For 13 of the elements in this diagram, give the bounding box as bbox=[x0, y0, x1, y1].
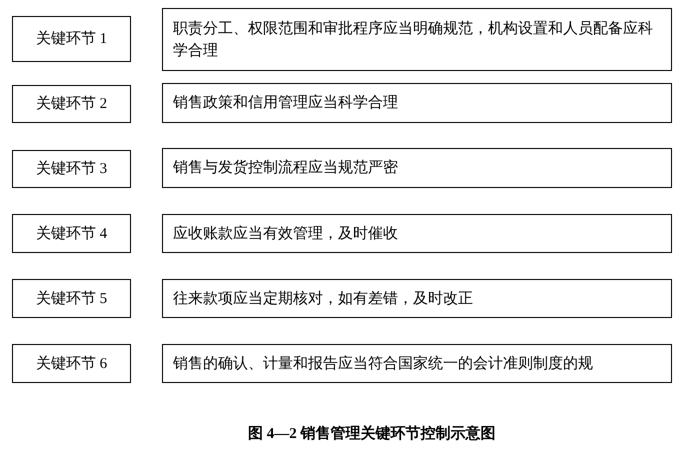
description-box: 销售的确认、计量和报告应当符合国家统一的会计准则制度的规 bbox=[162, 344, 672, 383]
step-label-box: 关键环节 2 bbox=[12, 85, 131, 123]
description-box: 应收账款应当有效管理，及时催收 bbox=[162, 214, 672, 253]
description-box: 销售与发货控制流程应当规范严密 bbox=[162, 148, 672, 188]
step-label-box: 关键环节 4 bbox=[12, 214, 131, 253]
description-box: 销售政策和信用管理应当科学合理 bbox=[162, 83, 672, 123]
figure-caption: 图 4—2 销售管理关键环节控制示意图 bbox=[248, 424, 496, 443]
description-box: 往来款项应当定期核对，如有差错，及时改正 bbox=[162, 279, 672, 318]
description-box: 职责分工、权限范围和审批程序应当明确规范，机构设置和人员配备应科学合理 bbox=[162, 8, 672, 71]
step-label-box: 关键环节 1 bbox=[12, 16, 131, 62]
step-label-box: 关键环节 5 bbox=[12, 279, 131, 318]
step-label-box: 关键环节 3 bbox=[12, 150, 131, 188]
step-label-box: 关键环节 6 bbox=[12, 344, 131, 383]
